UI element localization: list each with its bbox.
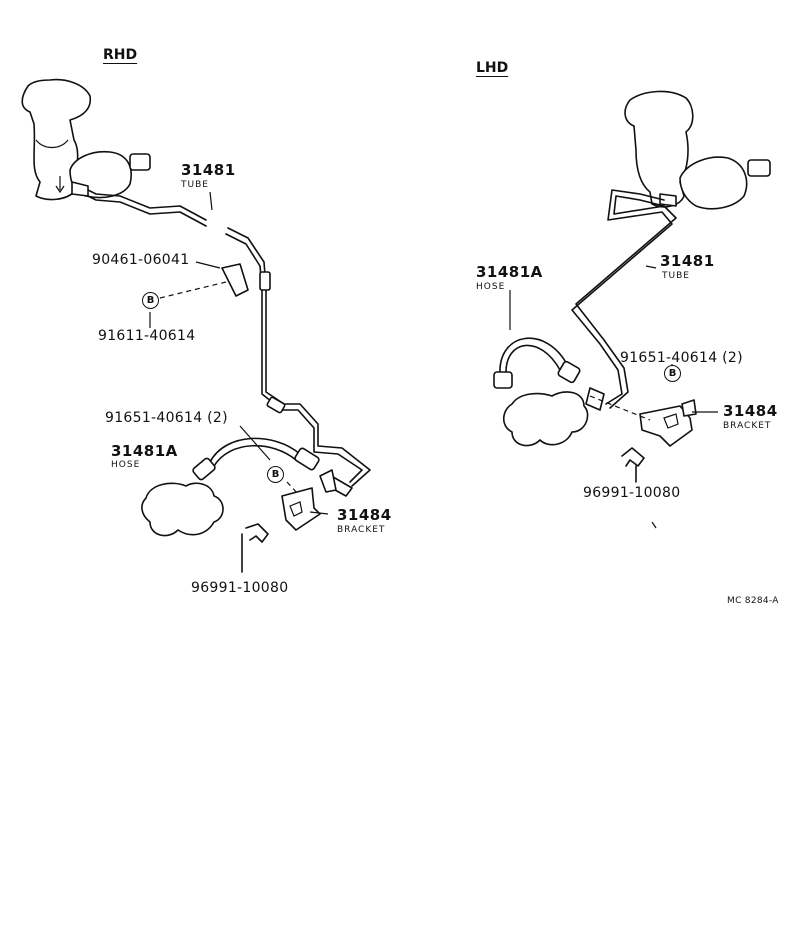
rhd-gasket-number: 91611-40614 [98,328,196,344]
rhd-clip-number: 91651-40614 (2) [105,410,228,426]
lhd-tube-number: 31481 [660,252,715,270]
rhd-tube-caption: TUBE [181,180,209,190]
rhd-gasket-marker: B [142,292,159,309]
lhd-clip-96991 [621,447,645,483]
rhd-bracket-31484 [281,469,337,531]
rhd-title: RHD [103,47,138,63]
lhd-title: LHD [476,60,509,76]
rhd-union-bolt-number: 90461-06041 [92,252,190,268]
lhd-tube-31481 [571,189,677,411]
drawing-code: MC 8284-A [727,596,779,606]
lhd-bracket-31484 [589,395,718,447]
lhd-master-cylinder [624,90,771,210]
rhd-clip-marker: B [267,466,284,483]
lhd-clip-marker: B [664,365,681,382]
lhd-hose-caption: HOSE [476,282,506,292]
lhd-bracket-number: 31484 [723,402,778,420]
rhd-bracket-caption: BRACKET [337,525,386,535]
lhd-retainer-number: 96991-10080 [583,485,681,501]
rhd-hose-31481A [141,437,320,537]
rhd-leaders [149,191,329,515]
rhd-master-cylinder [21,78,151,201]
lhd-hose-31481A [493,337,589,447]
rhd-hose-number: 31481A [111,442,178,460]
rhd-bracket-number: 31484 [337,506,392,524]
lhd-clip-number: 91651-40614 (2) [620,350,743,366]
rhd-tube-number: 31481 [181,161,236,179]
rhd-clip-96991 [241,523,269,573]
lhd-hose-number: 31481A [476,263,543,281]
lhd-bracket-caption: BRACKET [723,421,772,431]
rhd-hose-caption: HOSE [111,460,141,470]
rhd-tube-31481 [71,181,371,497]
lhd-tube-caption: TUBE [662,271,690,281]
rhd-retainer-number: 96991-10080 [191,580,289,596]
